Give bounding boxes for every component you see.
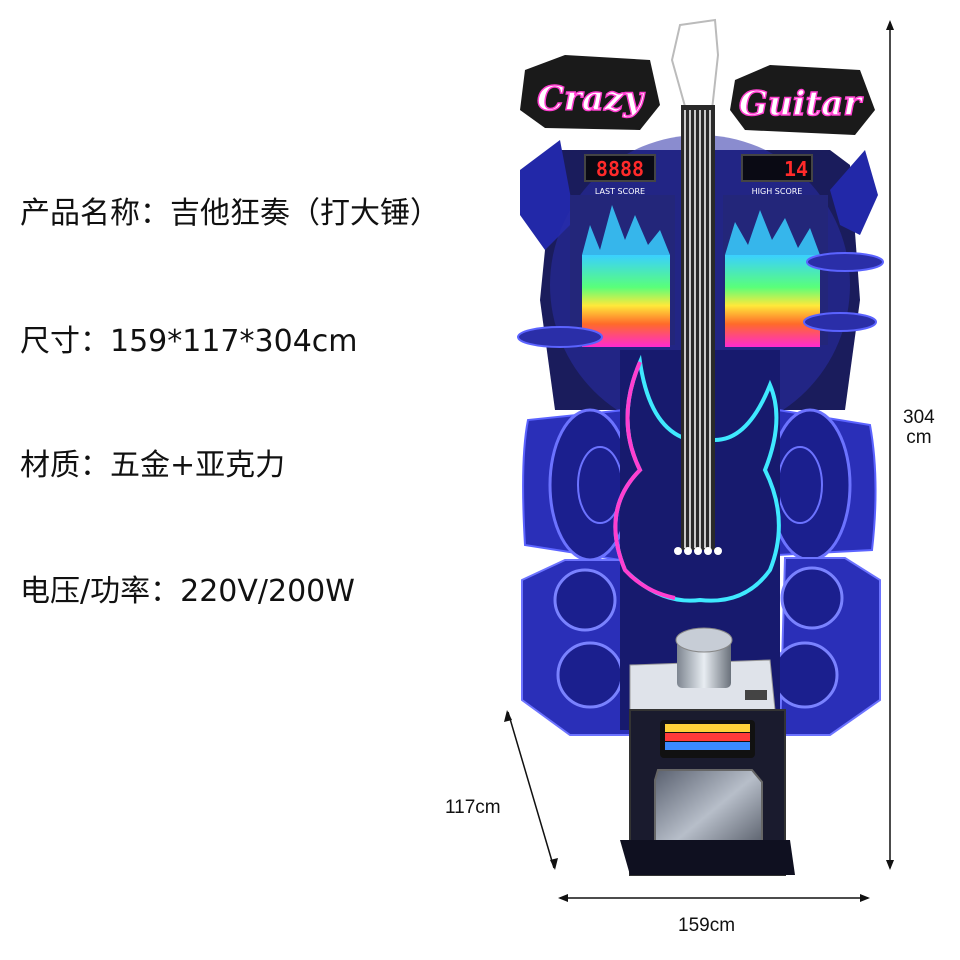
rgb-display-row-blue	[665, 742, 750, 750]
led-peaks-right	[725, 210, 820, 255]
speaker-cone-right-top	[780, 566, 844, 630]
width-dimension-label: 159cm	[678, 915, 736, 936]
rgb-display-row-yellow	[665, 724, 750, 732]
logo-right-plate	[730, 65, 875, 135]
guitar-headstock	[670, 18, 720, 111]
spec-product-name: 产品名称：吉他狂奏（打大锤）	[20, 196, 440, 232]
guitar-strings	[684, 110, 711, 548]
logo-left-plate	[520, 55, 660, 130]
depth-dimension-label: 117cm	[445, 797, 501, 818]
cymbal-right-2	[803, 312, 877, 332]
height-arrow-bottom	[886, 860, 894, 870]
height-value: 304	[903, 407, 935, 428]
spec-value: 吉他狂奏（打大锤）	[170, 196, 440, 231]
height-unit: cm	[906, 427, 932, 448]
spec-value: 220V/200W	[180, 574, 355, 609]
logo-right-text: Guitar	[739, 84, 863, 124]
led-bars-right	[725, 255, 820, 347]
hammer-pad-knob-body	[677, 640, 731, 688]
led-peaks-left	[582, 205, 670, 255]
height-arrow-top	[886, 20, 894, 30]
logo-left-text: Crazy	[537, 79, 645, 119]
cymbal-left	[517, 326, 603, 348]
hammer-pad-knob-top	[675, 627, 733, 653]
drum-right	[768, 408, 852, 562]
depth-dimension-line	[507, 711, 555, 869]
last-score-display	[584, 154, 656, 182]
high-score-value: 14	[784, 157, 808, 181]
spec-size: 尺寸：159*117*304cm	[20, 324, 358, 360]
neon-guitar-body-pink	[613, 361, 676, 600]
depth-arrow-top	[504, 710, 512, 722]
last-score-label: LAST SCORE	[595, 187, 645, 196]
spec-value: 五金+亚克力	[110, 448, 286, 483]
spec-label: 电压/功率：	[20, 574, 181, 609]
base-plinth	[620, 840, 795, 875]
string-lights	[674, 547, 722, 555]
high-score-display	[741, 154, 813, 182]
last-score-value: 8888	[596, 157, 644, 181]
spec-label: 尺寸：	[20, 324, 110, 359]
speaker-cone-left-top	[553, 568, 617, 632]
spec-label: 产品名称：	[20, 196, 170, 231]
rgb-display-row-red	[665, 733, 750, 741]
speaker-cone-left-bottom	[556, 641, 624, 709]
height-dimension-label: 304 cm	[903, 408, 935, 448]
width-arrow-right	[860, 894, 870, 902]
speaker-cone-right-bottom	[771, 641, 839, 709]
spec-material: 材质：五金+亚克力	[20, 448, 285, 484]
depth-arrow-bottom	[550, 858, 558, 870]
high-score-label: HIGH SCORE	[752, 187, 803, 196]
spec-label: 材质：	[20, 448, 110, 483]
left-guitar-silhouette	[520, 140, 575, 250]
cymbal-right	[806, 252, 884, 272]
spec-power: 电压/功率：220V/200W	[20, 574, 355, 610]
control-buttons	[745, 690, 767, 700]
spec-value: 159*117*304cm	[110, 324, 358, 359]
right-guitar-silhouette	[830, 150, 878, 235]
width-arrow-left	[558, 894, 568, 902]
